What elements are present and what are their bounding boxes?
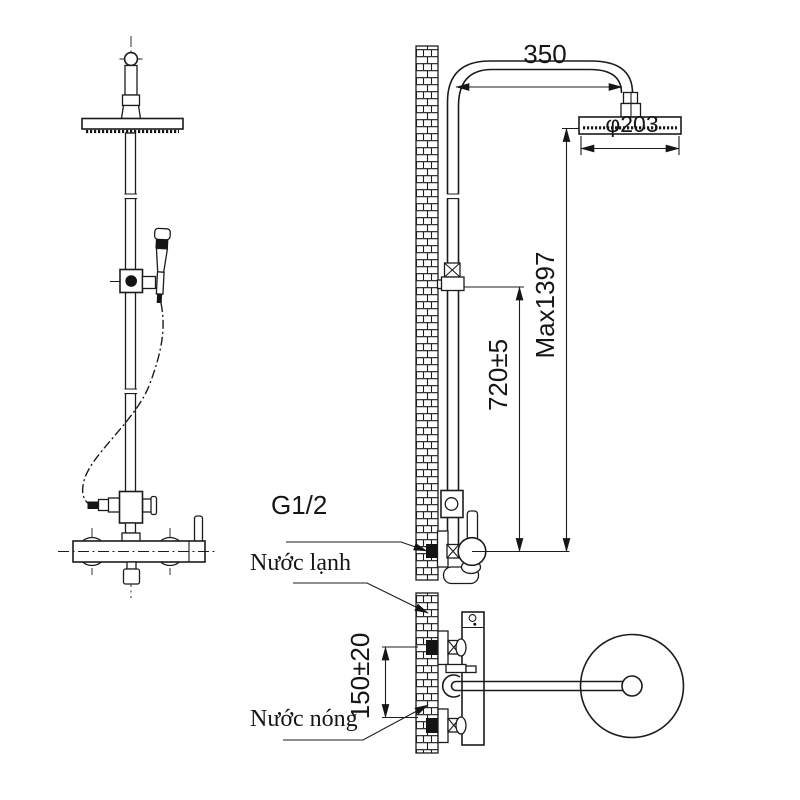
hot-escutcheon [437,708,449,744]
cold-inlet-plug [426,640,439,655]
arm-elbow-plan [441,674,461,698]
riser-pipe-joint-break-2 [124,388,138,395]
hot-connector-bulge [455,716,467,735]
callout-hot-water: Nước nóng [250,704,429,741]
diverter-stem [124,522,137,534]
riser-pipe-front [124,132,137,493]
shower-arm-plan [450,680,624,692]
break-ticks [447,193,459,200]
thread-size-label: G1/2 [271,490,327,520]
handshower-head-cap [153,227,171,241]
dimension-inlet-spacing: 150±20 [345,633,418,720]
handle-dot-plan [473,622,477,626]
cold-escutcheon [437,630,449,666]
break-ticks [124,388,137,395]
dim-riser-height-label: 720±5 [483,339,513,411]
diverter-body [118,490,144,524]
arm-hub-plan [621,675,643,697]
callout-thread-size: G1/2 [271,490,428,552]
hose-connector-tip [87,501,99,509]
dim-350-label: 350 [523,39,566,69]
diverter-right-port [141,498,153,513]
hot-water-label: Nước nóng [250,706,358,732]
head-cone-fitting [120,104,142,120]
cold-water-label: Nước lạnh [250,550,351,576]
dimension-arm-reach: 350 [455,39,623,91]
shower-head-plate-front [81,117,184,130]
connector-nut [121,94,141,107]
dim-diameter-label: φ203 [605,111,658,137]
thread-size-leader [286,541,428,552]
upper-connector-pipe [124,64,138,96]
handheld-shower [153,227,171,304]
slider-knob [125,275,137,287]
lever-plan-inner [465,665,477,674]
riser-joint-break-side [446,193,460,200]
dimension-riser-height: 720±5 [464,286,524,553]
break-gap [446,194,460,199]
union-cross [446,544,460,559]
bracket-block [440,276,465,292]
diverter-right-cap [150,495,158,516]
bottom-outlet-stem [126,561,137,570]
dim-inlet-spacing-label: 150±20 [345,633,375,720]
ball-joint [123,51,139,67]
inlet-union-side [446,543,460,559]
mixer-handle-front [193,515,204,543]
callout-cold-water: Nước lạnh [250,550,429,614]
lever-plan-outer [445,663,467,674]
front-view-drawing [58,36,218,598]
handshower-handle [155,271,165,295]
cold-water-leader [293,582,429,614]
dim-max-height-label: Max1397 [530,252,560,359]
handle-knob-plan [468,614,477,622]
mixer-body-plan [461,611,485,746]
handshower-hose-tip [156,293,163,304]
hose-connector-nut [97,498,110,512]
cold-connector-bulge [455,638,467,657]
flexible-hose [81,302,164,505]
wall-hatch-side [415,45,439,581]
bracket-union-cross [444,262,461,278]
diverter-button-side [444,497,459,511]
handshower-holder-arm [141,275,157,290]
hot-water-leader [283,704,429,741]
break-gap [124,389,138,394]
riser-pipe-joint-break-1 [124,193,138,200]
handshower-face-band [155,239,169,249]
dimension-head-diameter: φ203 [580,111,680,155]
shower-head-plate-side [578,116,682,135]
riser-arm-inner-edge [457,68,623,546]
side-view-drawing [415,45,682,585]
lever-handle-side [466,510,479,542]
hot-inlet-plug [426,718,439,733]
break-gap [124,194,138,199]
dimension-max-height: Max1397 [530,127,579,553]
diverter-left-port [107,497,121,513]
break-ticks [124,193,137,200]
wall-inlet-plug-side [426,544,439,558]
riser-arm-outer-edge [446,60,634,546]
wall-bracket-side [436,262,465,292]
bottom-outlet-nut [122,568,141,585]
